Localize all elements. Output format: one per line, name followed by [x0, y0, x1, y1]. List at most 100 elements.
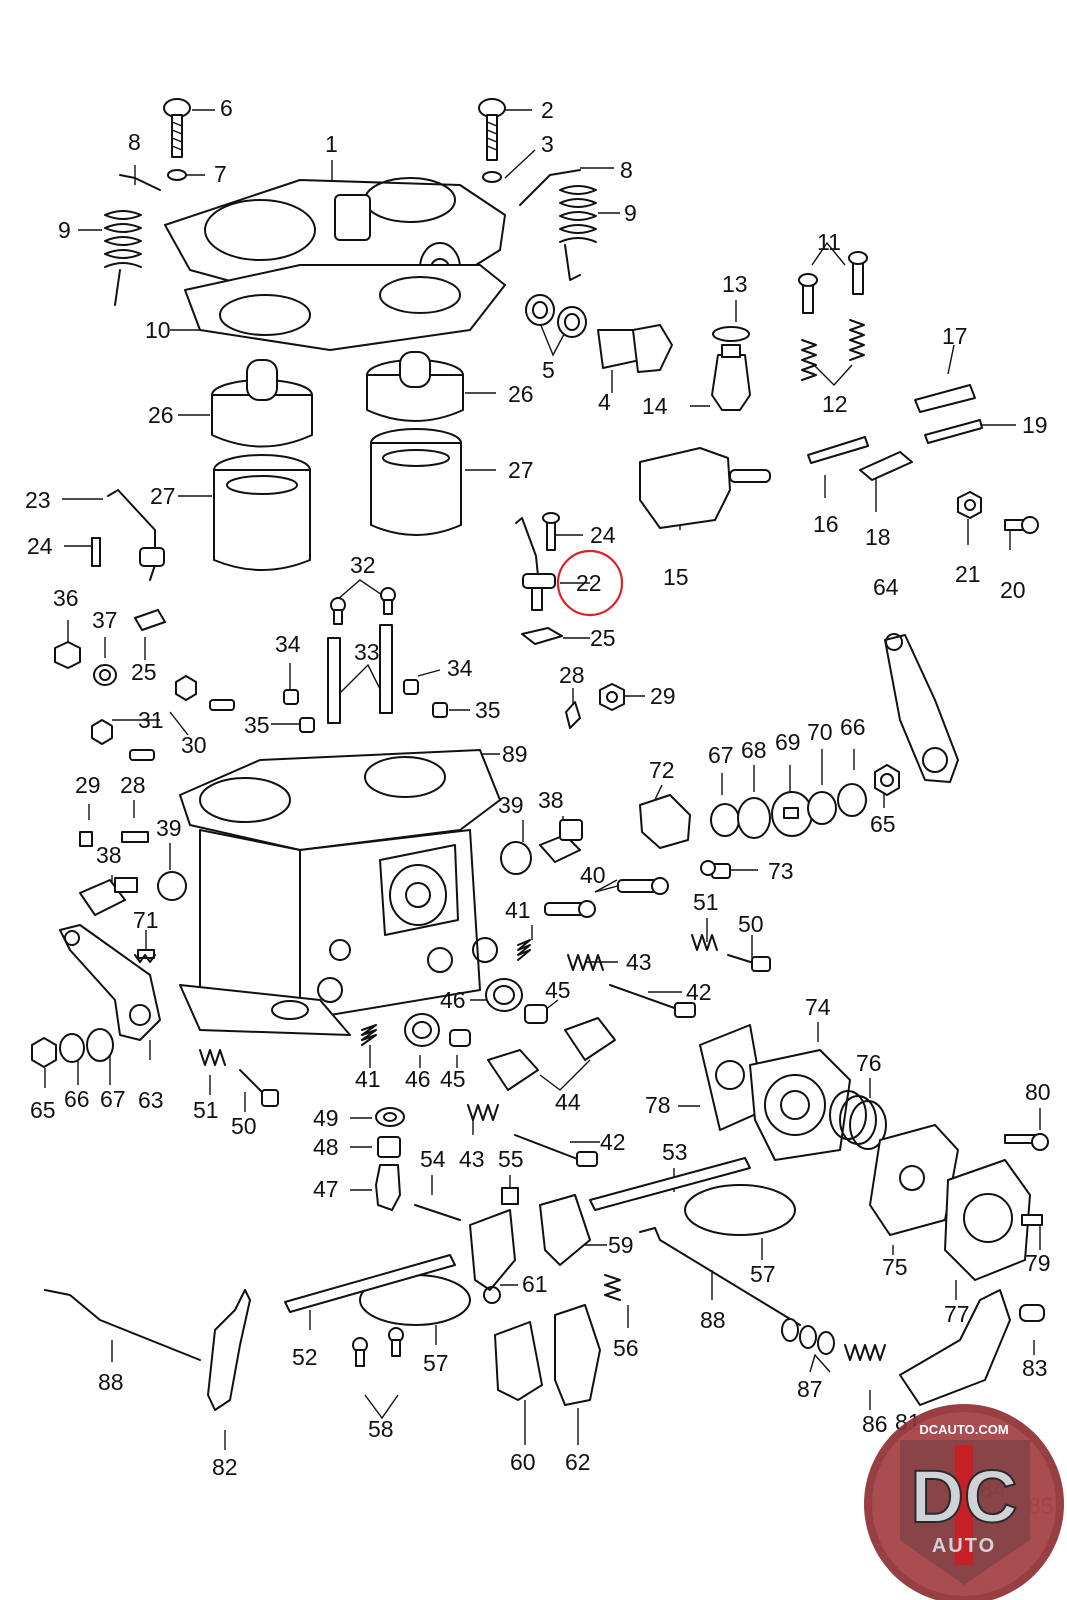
callout-76: 76: [856, 1050, 882, 1076]
callout-59: 59: [608, 1232, 634, 1258]
logo-mark-text: DC: [911, 1455, 1018, 1538]
callout-35-right: 35: [475, 697, 501, 723]
throttle-shafts-and-levers: [44, 1107, 1011, 1411]
callout-57-right: 57: [750, 1261, 776, 1287]
callout-56: 56: [613, 1335, 639, 1361]
callout-62: 62: [565, 1449, 591, 1475]
callout-25-center: 25: [590, 625, 616, 651]
callout-70: 70: [807, 719, 833, 745]
lever-63-left: [31, 924, 161, 1068]
callout-labels: 1 2 3 4 5 6 7 8 8 9 9 10 11 12 13 14 15 …: [25, 95, 1054, 1519]
callout-63: 63: [138, 1087, 164, 1113]
callout-18: 18: [865, 524, 891, 550]
callout-87: 87: [797, 1376, 823, 1402]
callout-25-left: 25: [131, 659, 157, 685]
callout-47: 47: [313, 1176, 339, 1202]
callout-26-left: 26: [148, 402, 174, 428]
callout-36: 36: [53, 585, 79, 611]
callout-39-right: 39: [498, 792, 524, 818]
callout-27-right: 27: [508, 457, 534, 483]
callout-52: 52: [292, 1344, 318, 1370]
callout-32: 32: [350, 552, 376, 578]
callout-39-left: 39: [156, 815, 182, 841]
callout-34-right: 34: [447, 655, 473, 681]
callout-27-left: 27: [150, 483, 176, 509]
callout-38-right: 38: [538, 787, 564, 813]
callout-66-left: 66: [64, 1086, 90, 1112]
callout-42-upper: 42: [686, 979, 712, 1005]
callout-7: 7: [214, 161, 227, 187]
callout-80: 80: [1025, 1079, 1051, 1105]
callout-66-right: 66: [840, 714, 866, 740]
callout-58: 58: [368, 1416, 394, 1442]
callout-16: 16: [813, 511, 839, 537]
highlight-circle-22: [556, 549, 624, 617]
right-linkage-64-73: [639, 633, 959, 879]
callout-9-right: 9: [624, 200, 637, 226]
callout-22: 22: [576, 570, 602, 596]
callout-65-right: 65: [870, 811, 896, 837]
callout-40: 40: [580, 862, 606, 888]
callout-64: 64: [873, 574, 899, 600]
small-fittings: [54, 251, 1039, 761]
gasket-10: [184, 264, 506, 351]
callout-33: 33: [354, 639, 380, 665]
logo-bottom-text: AUTO: [932, 1535, 996, 1557]
callout-2: 2: [541, 97, 554, 123]
callout-24-left: 24: [27, 533, 53, 559]
callout-51-left: 51: [193, 1097, 219, 1123]
callout-45-lower: 45: [440, 1066, 466, 1092]
callout-13: 13: [722, 271, 748, 297]
callout-31: 31: [138, 707, 164, 733]
callout-86: 86: [862, 1411, 888, 1437]
callout-49: 49: [313, 1105, 339, 1131]
callout-57-left: 57: [423, 1350, 449, 1376]
callout-74: 74: [805, 994, 831, 1020]
callout-71: 71: [133, 907, 159, 933]
callout-6: 6: [220, 95, 233, 121]
callout-50-left: 50: [231, 1113, 257, 1139]
callout-17: 17: [942, 323, 968, 349]
callout-37: 37: [92, 607, 118, 633]
callout-41-lower: 41: [355, 1066, 381, 1092]
callout-83: 83: [1022, 1355, 1048, 1381]
callout-75: 75: [882, 1254, 908, 1280]
screws-and-springs-top: [104, 98, 597, 306]
callout-55: 55: [498, 1146, 524, 1172]
callout-14: 14: [642, 393, 668, 419]
callout-1: 1: [325, 131, 338, 157]
callout-19: 19: [1022, 412, 1048, 438]
callout-67-left: 67: [100, 1086, 126, 1112]
carburetor-body-89: [179, 749, 501, 1036]
callout-67-right: 67: [708, 742, 734, 768]
callout-46-upper: 46: [440, 987, 466, 1013]
callout-23: 23: [25, 487, 51, 513]
callout-44: 44: [555, 1089, 581, 1115]
callout-42-lower: 42: [600, 1129, 626, 1155]
callout-26-right: 26: [508, 381, 534, 407]
callout-79: 79: [1025, 1250, 1051, 1276]
callout-73: 73: [768, 858, 794, 884]
callout-4: 4: [598, 389, 611, 415]
callout-65-left: 65: [30, 1097, 56, 1123]
callout-8-right: 8: [620, 157, 633, 183]
callout-38-left: 38: [96, 842, 122, 868]
callout-3: 3: [541, 131, 554, 157]
callout-78: 78: [645, 1092, 671, 1118]
callout-45-upper: 45: [545, 977, 571, 1003]
callout-43-lower: 43: [459, 1146, 485, 1172]
callout-28-right: 28: [559, 662, 585, 688]
callout-15: 15: [663, 564, 689, 590]
callout-10: 10: [145, 317, 171, 343]
callout-20: 20: [1000, 577, 1026, 603]
callout-88-right: 88: [700, 1307, 726, 1333]
callout-48: 48: [313, 1134, 339, 1160]
callout-24-center: 24: [590, 522, 616, 548]
logo-top-text: DCAUTO.COM: [919, 1422, 1008, 1437]
callout-54: 54: [420, 1146, 446, 1172]
callout-30: 30: [181, 732, 207, 758]
callout-9-left: 9: [58, 217, 71, 243]
callout-43-upper: 43: [626, 949, 652, 975]
